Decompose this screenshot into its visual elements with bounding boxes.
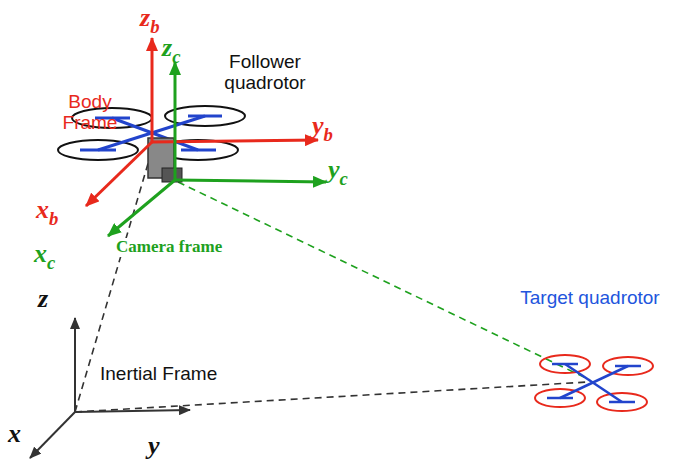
target-quadrotor	[535, 355, 653, 411]
axis-label: yb	[312, 112, 333, 145]
vehicle-label: Follower quadrotor	[200, 52, 330, 94]
axis-label: xb	[36, 196, 58, 229]
frame-title: Body Frame	[50, 92, 130, 134]
axis-label: zb	[140, 4, 159, 37]
vehicle-label: Target quadrotor	[520, 288, 660, 309]
axis-label: yc	[328, 156, 348, 189]
frame-title: Inertial Frame	[98, 364, 219, 385]
frame-title: Camera frame	[114, 238, 224, 257]
axis-label: y	[148, 432, 160, 461]
dashed-lines	[75, 150, 590, 412]
inertial-axes	[30, 318, 190, 458]
axis-label: xc	[34, 240, 55, 273]
axis-label: x	[8, 420, 21, 449]
axis-label: zc	[162, 34, 180, 67]
axis-label: z	[38, 285, 48, 314]
